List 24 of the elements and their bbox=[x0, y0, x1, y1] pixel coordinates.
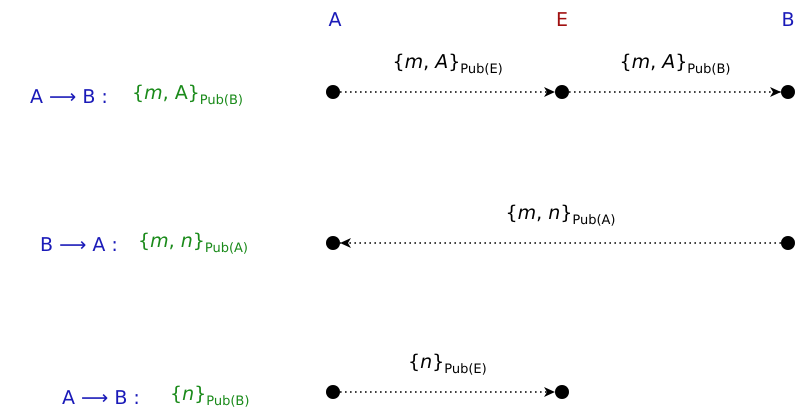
message-content: {n}$_{Pub(B)}$ bbox=[170, 382, 250, 411]
lifeline-dot bbox=[781, 236, 795, 250]
lifeline-dot bbox=[326, 385, 340, 399]
message-step: A ⟶ B : bbox=[30, 85, 108, 109]
message-arrow bbox=[340, 238, 781, 248]
lifeline-dot bbox=[326, 236, 340, 250]
message-content: {m, n}$_{Pub(A)}$ bbox=[138, 229, 248, 258]
message-arrow bbox=[340, 387, 555, 397]
lifeline-dot bbox=[555, 85, 569, 99]
lifeline-dot bbox=[555, 385, 569, 399]
edge-label: {m, A}$_{Pub(E)}$ bbox=[392, 50, 503, 79]
edge-label: {n}$_{Pub(E)}$ bbox=[408, 350, 487, 379]
message-step: B ⟶ A : bbox=[40, 233, 118, 257]
edge-label: {m, A}$_{Pub(B)}$ bbox=[620, 50, 730, 79]
column-header: E bbox=[556, 8, 568, 32]
lifeline-dot bbox=[326, 85, 340, 99]
message-step: A ⟶ B : bbox=[62, 386, 140, 410]
message-arrow bbox=[569, 87, 781, 97]
message-arrow bbox=[340, 87, 555, 97]
column-header: A bbox=[328, 8, 342, 32]
message-content: {m, A}$_{Pub(B)}$ bbox=[132, 81, 243, 110]
edge-label: {m, n}$_{Pub(A)}$ bbox=[506, 201, 616, 230]
column-header: B bbox=[782, 8, 795, 32]
lifeline-dot bbox=[781, 85, 795, 99]
